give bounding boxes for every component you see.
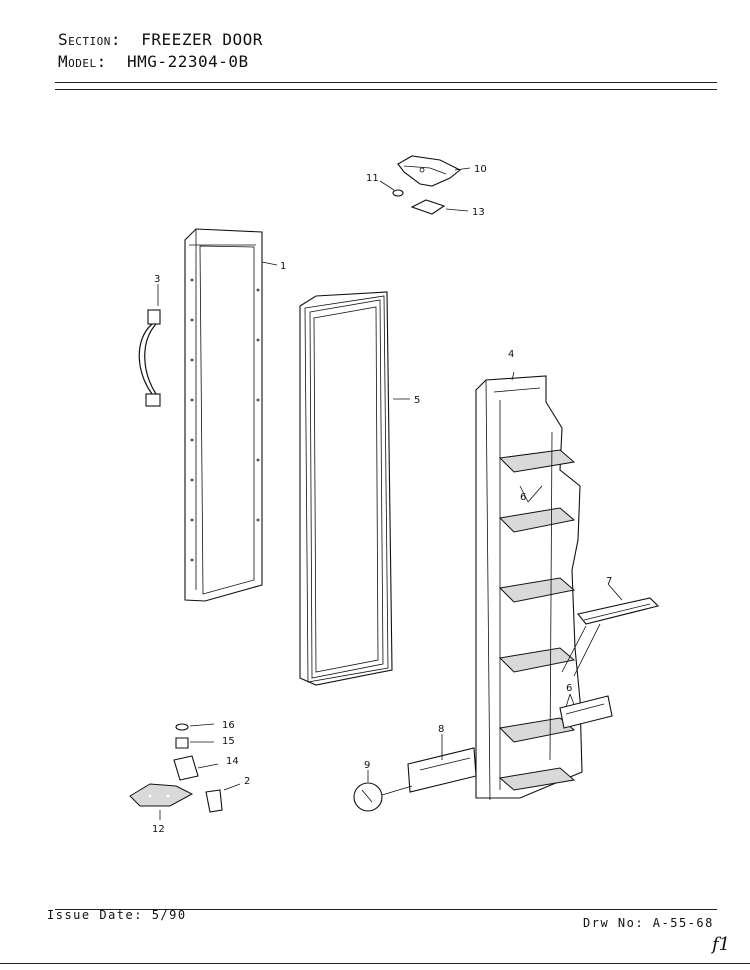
part-15-pin: [175, 737, 189, 749]
part-8-lower-bar: [407, 695, 613, 793]
part-4-door-liner: [475, 371, 583, 801]
header-rule-bottom: [55, 89, 717, 90]
callout-1: 1: [280, 261, 286, 272]
callout-4: 4: [508, 349, 514, 360]
callout-12: 12: [152, 824, 165, 835]
callout-6-upper: 6: [520, 492, 526, 503]
page-bottom-rule: [0, 963, 750, 964]
part-12-hinge-plate: [129, 783, 194, 807]
callout-5: 5: [414, 395, 420, 406]
part-13-shim: [410, 199, 469, 215]
callout-15: 15: [222, 736, 235, 747]
lower-hinge-assembly: [129, 723, 241, 820]
issue-date: Issue Date: 5/90: [47, 908, 187, 922]
part-7-shelf-bar: [561, 583, 660, 677]
section-line: Section: FREEZER DOOR: [58, 30, 263, 49]
callout-16: 16: [222, 720, 235, 731]
model-line: Model: HMG-22304-0B: [58, 52, 249, 71]
part-16-washer: [175, 723, 189, 731]
callout-7: 7: [606, 576, 612, 587]
callout-8: 8: [438, 724, 444, 735]
callout-6-lower: 6: [566, 683, 572, 694]
callout-3: 3: [154, 274, 160, 285]
part-2-bracket: [205, 789, 223, 813]
part-14-bracket: [173, 755, 199, 781]
part-10-top-hinge: [397, 155, 471, 187]
callout-13: 13: [472, 207, 485, 218]
section-value: FREEZER DOOR: [141, 30, 263, 49]
section-label: Section:: [58, 30, 122, 49]
footer-rule: [55, 909, 717, 910]
callout-10: 10: [474, 164, 487, 175]
part-9-cam: [353, 770, 413, 812]
part-11-washer: [379, 180, 404, 197]
callout-2: 2: [244, 776, 250, 787]
model-label: Model:: [58, 52, 107, 71]
part-5-gasket: [299, 291, 410, 686]
model-value: HMG-22304-0B: [127, 52, 249, 71]
part-1-door-panel: [184, 228, 278, 602]
callout-11: 11: [366, 173, 379, 184]
header-rule-top: [55, 82, 717, 83]
callout-9: 9: [364, 760, 370, 771]
callout-14: 14: [226, 756, 239, 767]
drawing-number: Drw No: A-55-68: [583, 916, 714, 930]
handwritten-mark: f1: [712, 934, 731, 955]
part-3-wire-harness: [138, 284, 161, 407]
